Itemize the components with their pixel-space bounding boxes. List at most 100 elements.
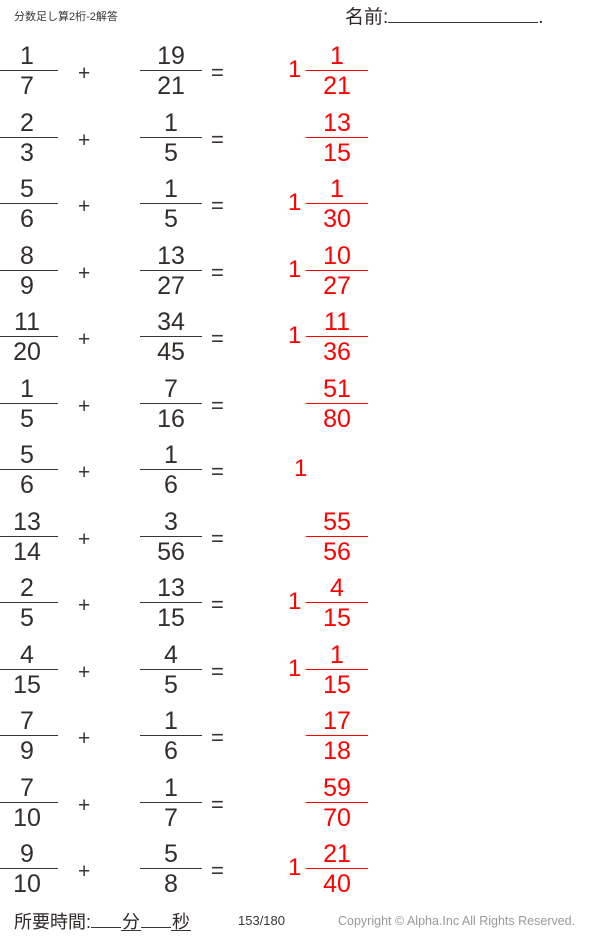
answer-fraction-bar [306,402,368,404]
answer-fraction-denominator: 56 [323,537,351,566]
operand-1-fraction-numerator: 1 [20,374,34,403]
answer-fraction-numerator: 11 [324,308,350,336]
operand-1-fraction-bar [0,70,58,71]
minutes-input-line[interactable] [91,911,122,928]
operand-2-fraction-denominator: 27 [157,271,185,300]
operand-2-fraction-numerator: 1 [164,108,178,137]
operand-1-fraction-denominator: 10 [13,803,41,832]
plus-operator: + [78,860,91,883]
answer-fraction-denominator: 27 [323,271,351,300]
operand-2-fraction-denominator: 15 [157,604,185,632]
operand-1-fraction-bar [0,136,58,138]
answer-whole-number: 1 [288,854,302,881]
operand-1-fraction-numerator: 7 [20,773,34,802]
equals-operator: = [211,592,224,617]
plus-operator: + [78,527,91,551]
answer-fraction-numerator: 59 [323,773,351,802]
answer-fraction-numerator: 4 [330,574,344,602]
answer-fraction-numerator: 55 [323,507,351,536]
answer-whole-number: 1 [288,588,302,615]
operand-2-fraction-numerator: 13 [157,241,185,270]
elapsed-time-block: 所要時間:分秒 [14,908,192,934]
operand-1-fraction-bar [0,735,58,736]
operand-1-fraction-denominator: 5 [20,604,34,632]
answer-fraction-denominator: 15 [323,670,351,699]
answer-whole-number: 1 [288,322,302,349]
operand-1-fraction-denominator: 5 [20,404,34,433]
answer-whole-number: 1 [288,189,302,216]
answer-whole-number: 1 [294,455,308,482]
operand-1-fraction-bar [0,668,58,670]
operand-2-fraction-bar [140,269,202,271]
name-input-line[interactable] [388,5,539,23]
name-trailing-dot: . [538,7,544,28]
equals-operator: = [211,658,224,684]
equals-operator: = [211,459,224,484]
operand-1-fraction-denominator: 10 [13,870,41,898]
operand-2-fraction-bar [140,668,202,670]
operand-1-fraction-bar [0,602,58,603]
operand-2-fraction-bar [140,70,202,71]
name-label: 名前: [345,7,389,28]
answer-fraction-bar [306,868,368,869]
name-field-block: 名前:. [345,2,544,29]
answer-fraction-denominator: 15 [323,604,351,632]
operand-2-fraction-denominator: 5 [164,670,178,699]
operand-2-fraction-bar [140,469,202,470]
operand-2-fraction-denominator: 16 [157,404,185,433]
operand-1-fraction-denominator: 14 [13,537,41,566]
operand-1-fraction-bar [0,801,58,803]
plus-operator: + [78,261,91,285]
operand-2-fraction-denominator: 56 [157,537,185,566]
answer-fraction-numerator: 21 [323,840,351,868]
answer-fraction-denominator: 15 [323,138,351,167]
operand-1-fraction-denominator: 7 [20,72,34,100]
operand-1-fraction-numerator: 2 [20,108,34,137]
answer-fraction-denominator: 21 [323,72,351,100]
operand-2-fraction-denominator: 8 [164,870,178,898]
page-title: 分数足し算2桁-2解答 [14,11,118,23]
operand-1-fraction-bar [0,469,58,470]
operand-2-fraction-denominator: 7 [164,803,178,832]
operand-2-fraction-bar [140,535,202,537]
operand-1-fraction-denominator: 9 [20,737,34,765]
answer-fraction-denominator: 40 [323,870,351,898]
seconds-input-line[interactable] [141,911,172,928]
operand-2-fraction-denominator: 5 [164,138,178,167]
operand-2-fraction-numerator: 13 [157,574,185,602]
answer-fraction-denominator: 36 [323,338,351,366]
operand-2-fraction-numerator: 34 [157,308,185,336]
copyright-notice: Copyright © Alpha.Inc All Rights Reserve… [338,914,576,928]
operand-2-fraction-denominator: 6 [164,471,178,499]
answer-fraction-bar [306,70,368,71]
operand-2-fraction-numerator: 1 [164,175,178,203]
operand-1-fraction-numerator: 9 [20,840,34,868]
answer-fraction-bar [306,336,368,337]
